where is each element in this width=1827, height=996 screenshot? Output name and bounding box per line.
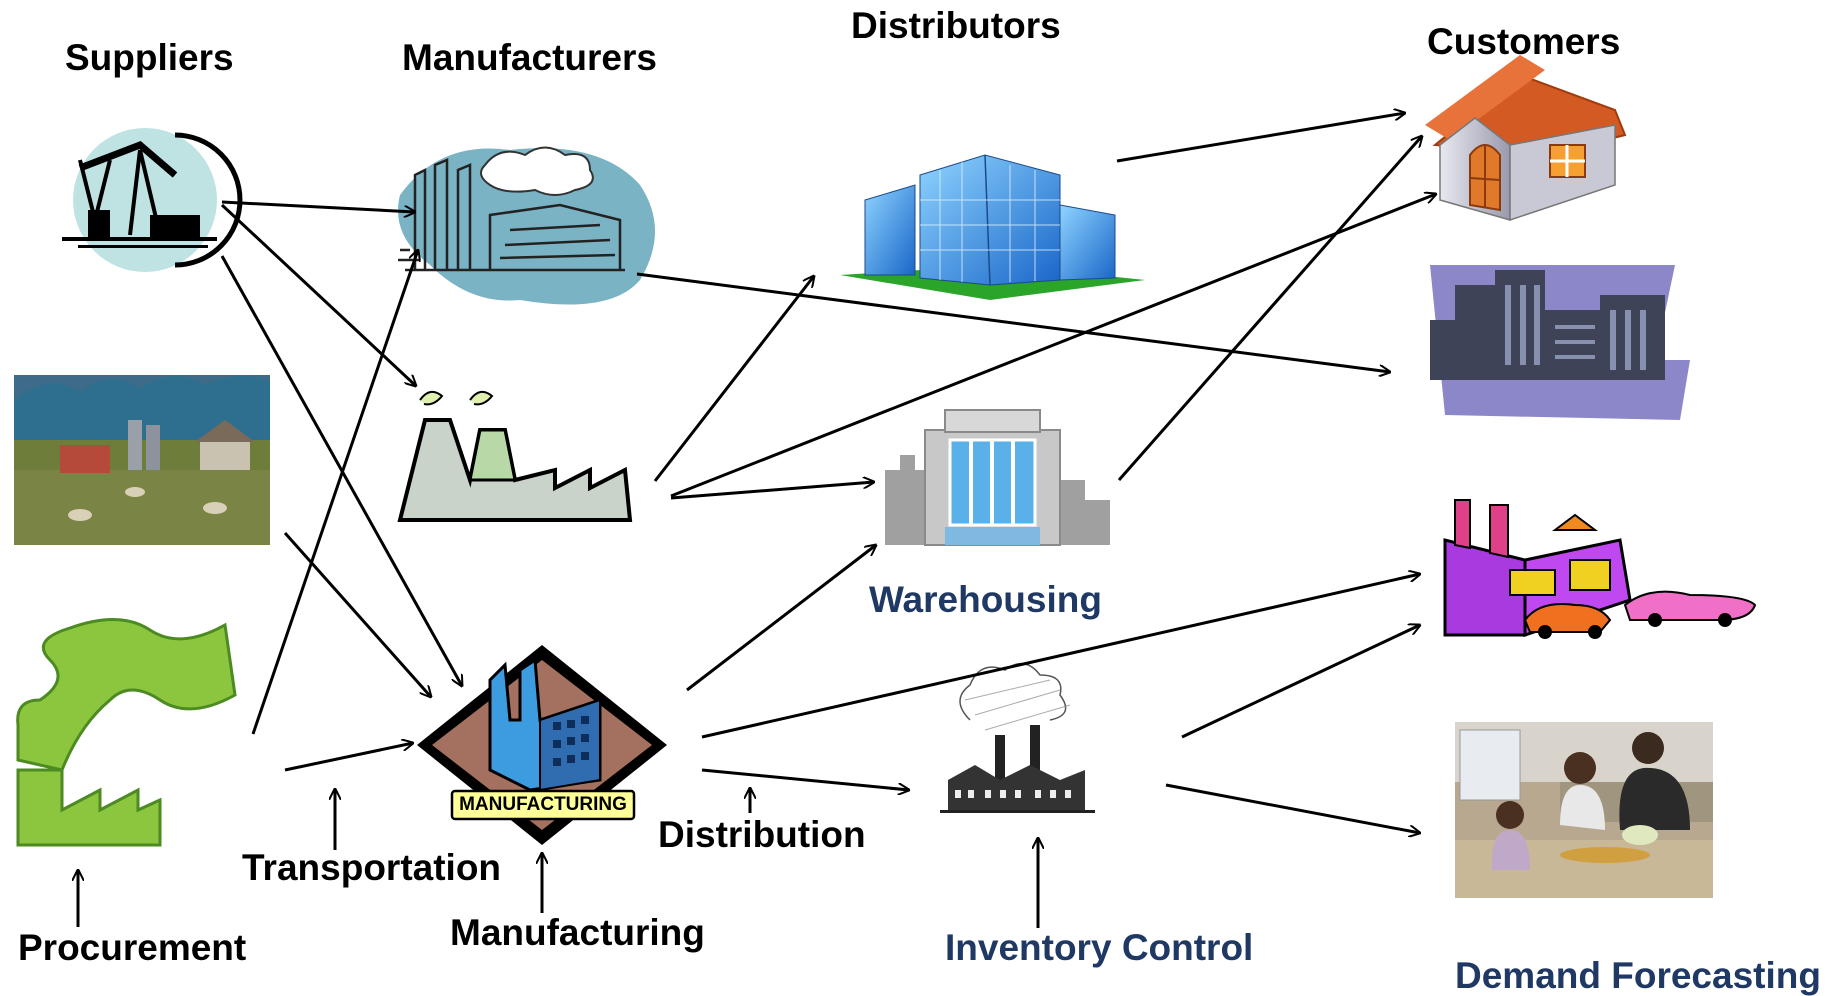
arrow-gray-factory-to-house [670, 194, 1436, 498]
green-factory-icon [16, 618, 237, 847]
toy-factory-icon [1443, 499, 1757, 639]
smokestack-factory-icon [940, 662, 1095, 813]
arrow-warehouse-to-house [1117, 136, 1422, 481]
arrow-gray-factory-to-glass-building [653, 276, 814, 482]
arrow-glass-building-to-house [1116, 113, 1405, 163]
arrow-manufacturing-to-smokestack-factory [701, 768, 909, 790]
arrow-manufacturing-to-toy-factory [701, 574, 1420, 739]
house-icon [1425, 55, 1627, 222]
arrow-gray-factory-to-warehouse [670, 482, 874, 500]
manufacturing-diamond-icon [417, 645, 667, 845]
glass-building-icon [840, 154, 1145, 300]
arrow-pump-to-gray-factory [220, 203, 416, 386]
flow-arrows [78, 113, 1436, 928]
warehouse-icon [885, 409, 1110, 546]
transportation-label: Transportation [242, 847, 502, 888]
arrow-manufacturing-to-warehouse [686, 545, 876, 692]
arrow-smokestack-factory-to-toy-factory [1181, 625, 1420, 739]
distribution-label: Distribution [658, 814, 866, 855]
procurement-label: Procurement [18, 927, 247, 968]
inventory-control-label: Inventory Control [945, 927, 1254, 968]
arrow-smokestack-factory-to-family [1165, 783, 1420, 833]
arrow-smoky-factory-to-office [636, 272, 1390, 372]
manufacturing-badge-text: MANUFACTURING [459, 794, 627, 815]
arrow-pump-to-smoky-factory [221, 200, 415, 212]
manufacturing-label: Manufacturing [450, 912, 705, 953]
smoky-factory-icon [398, 146, 655, 305]
farm-icon [14, 375, 270, 545]
suppliers-header: Suppliers [65, 37, 234, 78]
manufacturers-header: Manufacturers [402, 37, 657, 78]
gray-factory-icon [397, 390, 633, 522]
arrow-green-factory-to-manufacturing [284, 743, 413, 772]
warehousing-label: Warehousing [869, 579, 1102, 620]
family-kitchen-icon [1455, 722, 1713, 898]
demand-forecasting-label: Demand Forecasting [1455, 955, 1821, 996]
distributors-header: Distributors [851, 5, 1061, 46]
arrow-farm-to-manufacturing [283, 532, 431, 697]
customers-header: Customers [1427, 21, 1621, 62]
office-buildings-icon [1430, 265, 1690, 420]
arrow-green-factory-to-smoky-factory [251, 250, 418, 735]
oil-pump-icon [62, 128, 243, 272]
